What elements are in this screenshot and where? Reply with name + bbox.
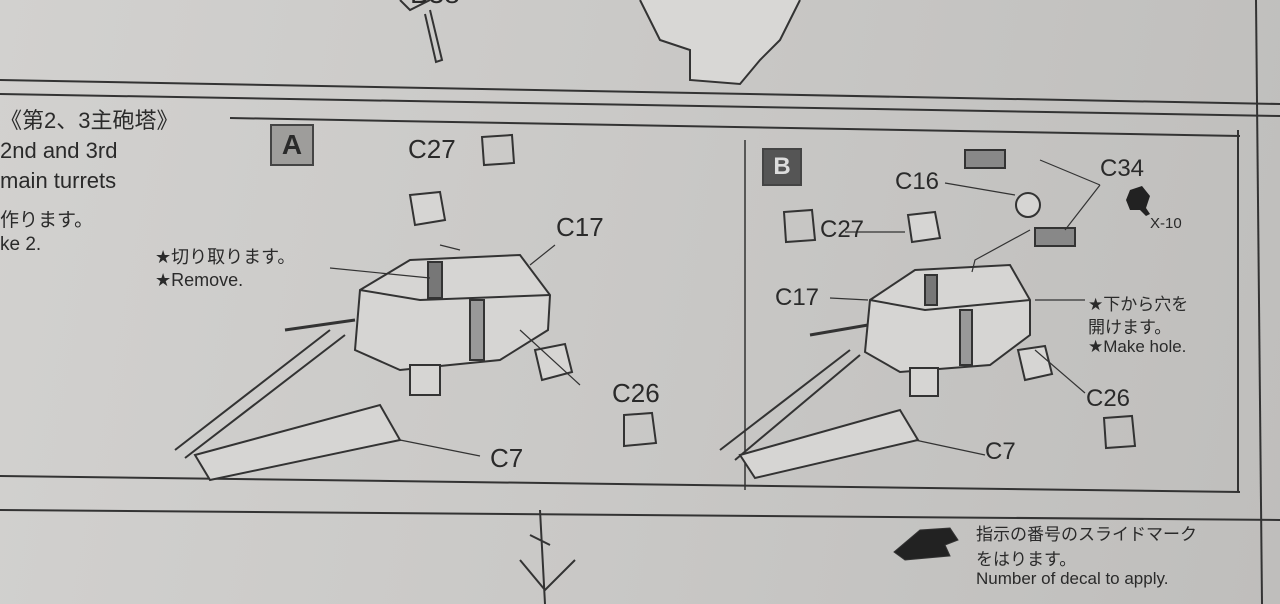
paint-code: X-10 [1150,215,1182,232]
variant-a-badge: A [270,124,314,166]
turret-b-drawing [719,149,1101,480]
hole-note-en: ★Make hole. [1088,337,1187,356]
turret-a-drawing [174,190,581,482]
part-c17-a: C17 [556,212,604,242]
part-c27-b: C27 [820,216,865,243]
hole-note-jp-1: ★下から穴を [1088,295,1189,314]
legend-en: Number of decal to apply. [976,569,1169,588]
remove-note-en: ★Remove. [155,270,244,290]
next-panel-top [0,509,1280,521]
remove-note-jp: ★切り取ります。 [155,247,296,267]
make-note-jp: 作ります。 [0,210,94,231]
variant-b-badge: B [762,148,802,186]
part-c34-b: C34 [1100,155,1145,182]
part-c17-b: C17 [775,284,820,311]
section-title-en-1: 2nd and 3rd [0,138,118,163]
part-c26-a: C26 [612,378,660,408]
part-c7-a: C7 [490,443,524,473]
part-c26-b: C26 [1086,385,1131,412]
part-c16-b: C16 [895,168,940,195]
make-note-en: ke 2. [0,234,42,255]
part-c7-b: C7 [985,438,1016,465]
legend-jp-2: をはります。 [976,550,1077,569]
legend-jp-1: 指示の番号のスライドマーク [976,525,1197,544]
part-c27-a: C27 [408,134,456,164]
hole-note-jp-2: 開けます。 [1088,318,1172,337]
divider-top-2 [0,93,1280,117]
decal-arrow-icon [893,527,959,561]
section-title-en-2: main turrets [0,168,117,193]
panel-top [229,117,1241,137]
part-label-b38: B38 [410,0,460,10]
section-title-jp: 《第2、3主砲塔》 [0,108,179,133]
divider-top [0,79,1280,105]
panel-bottom [0,475,1241,493]
paint-chip-icon [1126,186,1150,216]
